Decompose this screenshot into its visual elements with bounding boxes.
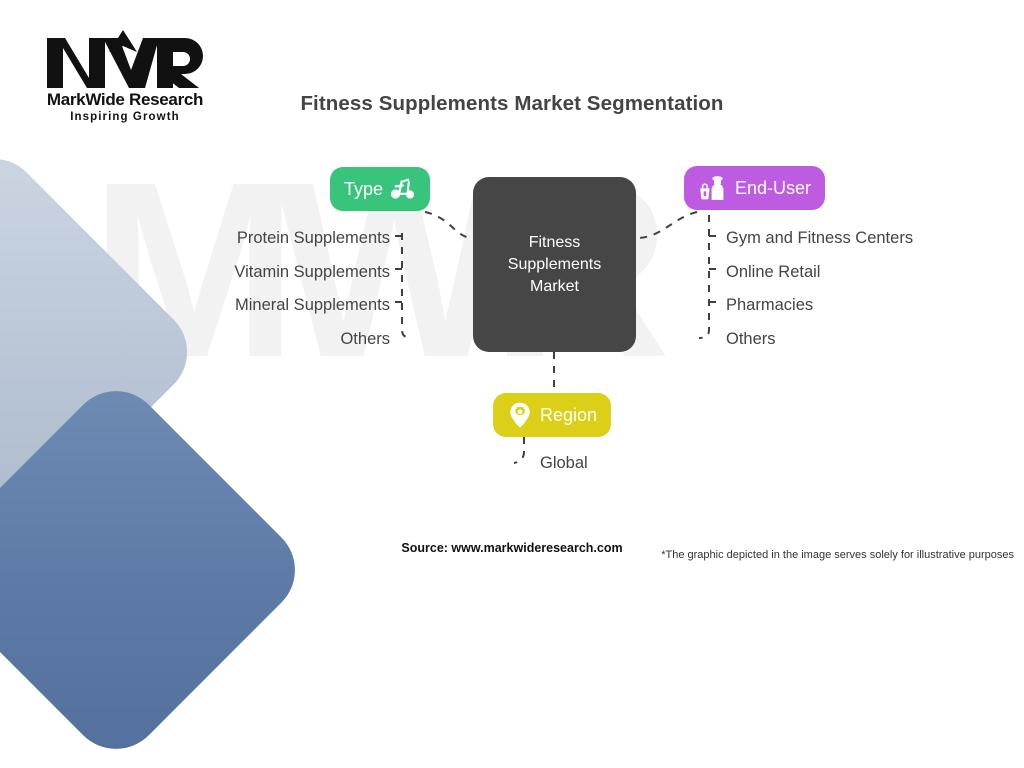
leaf-list-end-user: Gym and Fitness Centers Online Retail Ph…: [726, 222, 1024, 356]
list-item: Online Retail: [726, 262, 821, 281]
leaf-list-type: Protein Supplements Vitamin Supplements …: [150, 222, 390, 356]
connector-enduser-to-center: [635, 211, 698, 239]
company-logo: MarkWide Research Inspiring Growth: [30, 30, 220, 123]
mwr-monogram-icon: [30, 30, 220, 92]
center-node-market: Fitness Supplements Market: [473, 177, 636, 352]
list-item: Others: [340, 329, 390, 348]
branch-label-region: Region: [540, 404, 598, 425]
disclaimer-note: *The graphic depicted in the image serve…: [661, 549, 1014, 561]
logo-brand-name: MarkWide Research: [46, 90, 204, 109]
connector-enduser-spine: [698, 215, 710, 339]
center-node-label-line1: Fitness: [528, 233, 581, 251]
logo-tagline: Inspiring Growth: [70, 111, 180, 123]
map-pin-gear-icon: [507, 401, 533, 429]
branch-badge-type[interactable]: Type: [330, 167, 431, 211]
branch-badge-end-user[interactable]: End-User: [684, 166, 826, 210]
list-item: Global: [540, 454, 588, 472]
page-title: Fitness Supplements Market Segmentation: [300, 92, 724, 115]
leaf-list-region: Global: [540, 450, 740, 476]
connector-region-to-global: [513, 437, 525, 464]
list-item: Vitamin Supplements: [234, 262, 390, 281]
branch-label-type: Type: [344, 178, 384, 199]
center-node-label-line2: Supplements: [507, 255, 602, 273]
center-node-label-line3: Market: [530, 277, 579, 295]
list-item: Mineral Supplements: [235, 296, 390, 314]
connector-type-spine: [401, 233, 413, 339]
shopper-person-icon: [698, 174, 728, 202]
list-item: Pharmacies: [726, 296, 814, 314]
branch-label-end-user: End-User: [735, 177, 812, 198]
list-item: Others: [726, 329, 776, 348]
source-note: Source: www.markwideresearch.com: [401, 541, 623, 555]
connector-lines: [388, 211, 723, 464]
exercise-bike-icon: [390, 177, 416, 201]
list-item: Protein Supplements: [236, 229, 390, 247]
branch-badge-region[interactable]: Region: [493, 393, 612, 437]
connector-type-to-center: [424, 211, 474, 239]
list-item: Gym and Fitness Centers: [726, 229, 914, 247]
